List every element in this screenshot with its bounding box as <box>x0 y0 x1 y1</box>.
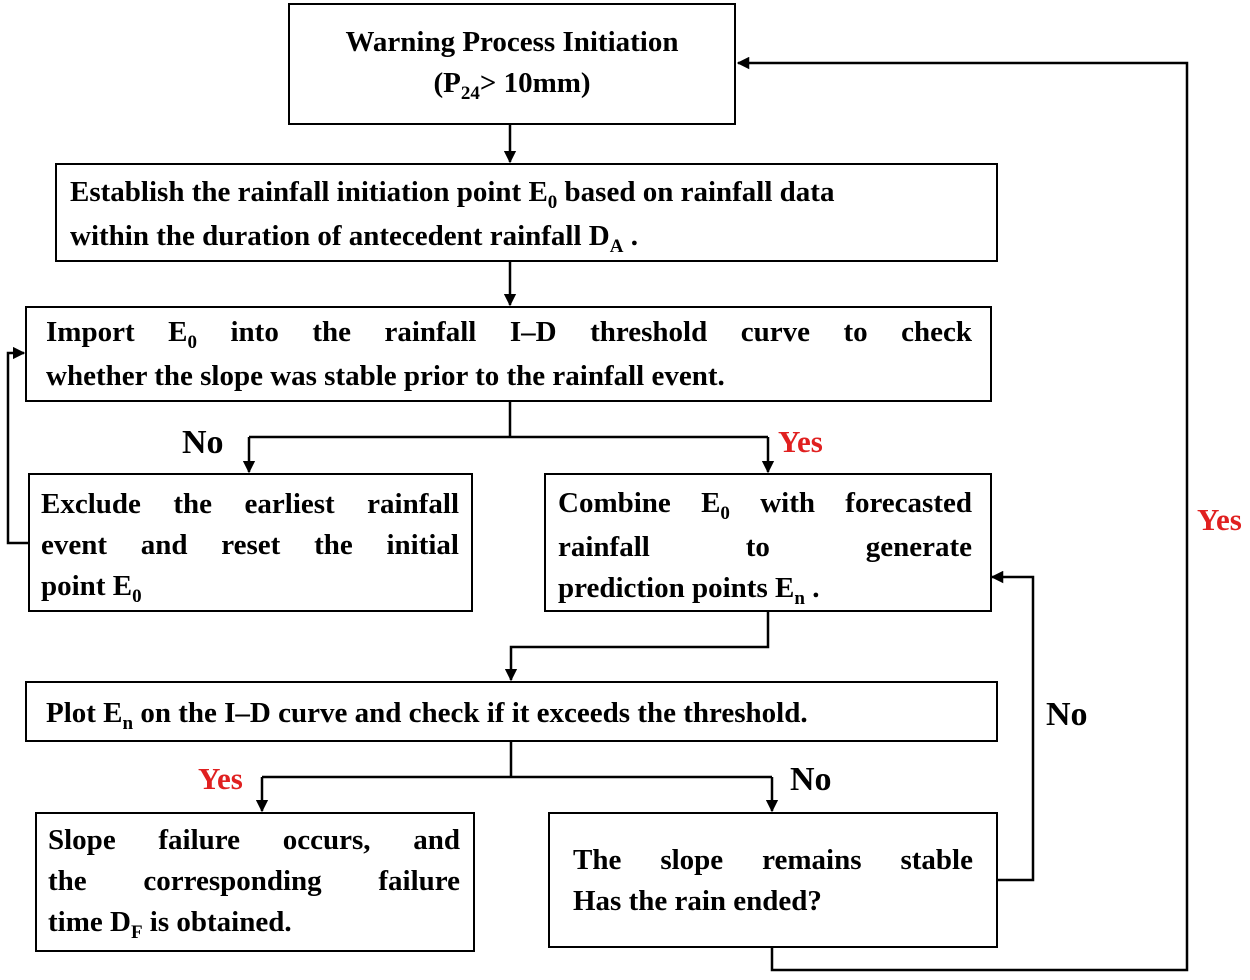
combine-line2: rainfall to generate <box>558 531 972 563</box>
plot-line1-b: on the I–D curve and check if it exceeds… <box>133 697 808 729</box>
establish-line1-b: based on rainfall data <box>557 176 835 208</box>
start-box <box>288 3 736 125</box>
label-yes-import: Yes <box>778 424 823 459</box>
plot-text: Plot En on the I–D curve and check if it… <box>46 693 986 737</box>
establish-line1-a: Establish the rainfall initiation point … <box>70 176 548 208</box>
stable-line2: Has the rain ended? <box>573 885 822 917</box>
failure-subscript: F <box>130 922 143 943</box>
label-no-import: No <box>182 424 224 461</box>
establish-line2: within the duration of antecedent rainfa… <box>70 216 970 260</box>
combine-box <box>544 473 992 612</box>
start-subscript: 24 <box>460 83 480 104</box>
start-text: Warning Process Initiation (P24> 10mm) <box>288 22 736 107</box>
label-no-plot: No <box>790 761 832 798</box>
plot-line1: Plot En on the I–D curve and check if it… <box>46 693 986 737</box>
combine-text: Combine E0 with forecasted rainfall to g… <box>558 483 972 612</box>
combine-line1-b: with forecasted <box>729 487 972 519</box>
establish-text: Establish the rainfall initiation point … <box>70 172 970 260</box>
failure-line3-b: is obtained. <box>142 906 292 938</box>
failure-box <box>35 812 475 952</box>
establish-line2-b: . <box>623 220 638 252</box>
establish-box <box>55 163 998 262</box>
stable-line1: The slope remains stable <box>573 844 973 876</box>
start-line2: (P24> 10mm) <box>288 63 736 107</box>
failure-line3: time DF is obtained. <box>48 902 460 946</box>
exclude-line2: event and reset the initial <box>41 529 459 561</box>
exclude-line1: Exclude the earliest rainfall <box>41 488 459 520</box>
exclude-subscript: 0 <box>132 586 142 607</box>
label-yes-loop: Yes <box>1197 502 1242 537</box>
establish-line2-a: within the duration of antecedent rainfa… <box>70 220 610 252</box>
stable-box <box>548 812 998 948</box>
failure-text: Slope failure occurs, and the correspond… <box>48 820 460 946</box>
import-text: Import E0 into the rainfall I–D threshol… <box>46 312 972 397</box>
import-line1: Import E0 into the rainfall I–D threshol… <box>46 312 972 356</box>
exclude-text: Exclude the earliest rainfall event and … <box>41 484 459 610</box>
failure-line3-a: time D <box>48 906 131 938</box>
establish-line1: Establish the rainfall initiation point … <box>70 172 970 216</box>
branch-import-split <box>249 402 768 439</box>
import-line1-b: into the rainfall I–D threshold curve to… <box>196 316 972 348</box>
label-yes-plot: Yes <box>198 761 243 796</box>
arrow-combine-to-plot <box>504 612 770 682</box>
plot-line1-a: Plot E <box>46 697 123 729</box>
arrow-rain-ended-yes-loop <box>736 56 1189 972</box>
start-line2-rest: > 10mm) <box>479 67 591 99</box>
exclude-box <box>28 473 473 612</box>
start-line1: Warning Process Initiation <box>345 26 679 58</box>
import-line2: whether the slope was stable prior to th… <box>46 360 725 392</box>
label-no-stable: No <box>1046 696 1088 733</box>
arrow-stable-no-loop <box>990 570 1035 882</box>
arrow-exclude-loop-back <box>6 346 28 545</box>
start-line2-open: (P <box>433 67 461 99</box>
stable-text: The slope remains stable Has the rain en… <box>573 840 973 922</box>
failure-line1: Slope failure occurs, and <box>48 824 460 856</box>
import-subscript: 0 <box>187 332 197 353</box>
establish-subscript-e: 0 <box>547 192 558 213</box>
failure-line2: the corresponding failure <box>48 865 460 897</box>
branch-plot-split <box>262 742 772 779</box>
plot-subscript: n <box>122 713 134 734</box>
import-line1-a: Import E <box>46 316 188 348</box>
combine-subscript-e0: 0 <box>720 503 730 524</box>
exclude-line3: point E0 <box>41 566 459 610</box>
exclude-line3-a: point E <box>41 570 133 602</box>
combine-line1: Combine E0 with forecasted <box>558 483 972 527</box>
combine-subscript-en: n <box>794 588 805 609</box>
combine-line3: prediction points En . <box>558 568 972 612</box>
plot-box <box>25 681 998 742</box>
combine-line3-a: prediction points E <box>558 572 795 604</box>
import-box <box>25 306 992 402</box>
combine-line3-b: . <box>804 572 820 604</box>
combine-line1-a: Combine E <box>558 487 721 519</box>
establish-subscript-d: A <box>609 236 624 257</box>
